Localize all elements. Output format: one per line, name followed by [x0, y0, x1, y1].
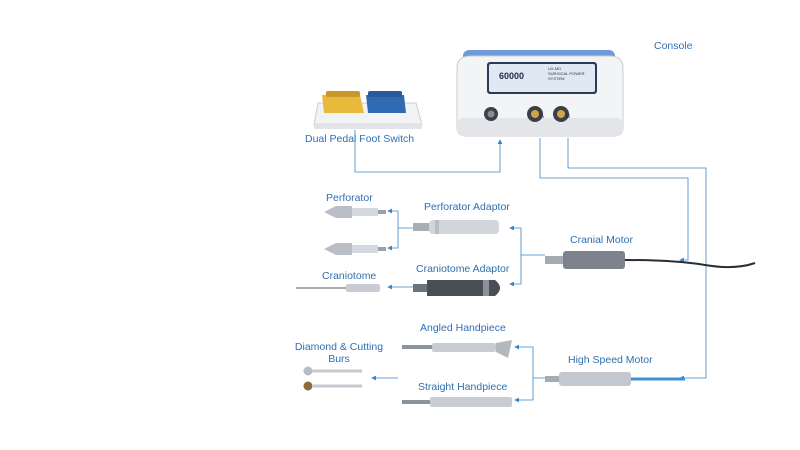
line-highspeed-to-handpieces — [514, 344, 545, 379]
label-perforator-adaptor: Perforator Adaptor — [424, 201, 510, 213]
label-craniotome-adaptor: Craniotome Adaptor — [416, 263, 510, 275]
bur-1 — [303, 366, 362, 376]
line-adaptor-to-perforators — [387, 208, 413, 229]
line-console-to-cranial — [539, 138, 689, 263]
foot-switch-device — [313, 91, 423, 129]
console-screen-title-line2: SURGICAL POWER — [548, 71, 585, 76]
label-diamond-burs-line2: Burs — [328, 353, 350, 365]
craniotome-bit — [296, 284, 380, 292]
console-device — [456, 50, 624, 137]
console-rpm-readout: 60000 — [499, 71, 525, 81]
cranial-motor-device — [545, 251, 756, 269]
angled-handpiece-device — [402, 340, 512, 358]
perforator-bit-2 — [324, 243, 386, 255]
perforator-adaptor-device — [413, 220, 499, 234]
label-high-speed-motor: High Speed Motor — [568, 354, 653, 366]
craniotome-adaptor-device — [413, 280, 500, 296]
line-footswitch-to-console — [354, 130, 503, 173]
perforator-bit-1 — [324, 206, 386, 218]
label-craniotome: Craniotome — [322, 270, 377, 282]
line-adaptor-to-perforator2 — [387, 228, 399, 251]
label-diamond-burs-line1: Diamond & Cutting — [294, 341, 384, 353]
label-console: Console — [654, 40, 693, 52]
label-foot-switch: Dual Pedal Foot Switch — [305, 133, 415, 145]
straight-handpiece-device — [402, 397, 512, 407]
label-perforator: Perforator — [326, 192, 373, 204]
label-cranial-motor: Cranial Motor — [570, 234, 634, 246]
line-highspeed-to-straight — [514, 378, 534, 403]
console-port-a-label: A — [540, 114, 545, 120]
console-port-b-label: B — [566, 114, 571, 120]
line-cranial-to-adaptors — [509, 225, 545, 256]
label-straight-handpiece: Straight Handpiece — [418, 381, 508, 393]
console-screen-title: UX-MD — [548, 66, 562, 71]
line-console-to-highspeed — [567, 138, 707, 381]
console-screen-title-line3: SYSTEM — [548, 76, 565, 81]
high-speed-motor-device — [545, 372, 685, 386]
bur-2 — [303, 381, 362, 391]
label-diamond-burs: Diamond & Cutting Burs — [294, 341, 384, 365]
line-cranial-to-cranioadaptor — [509, 255, 522, 287]
label-angled-handpiece: Angled Handpiece — [420, 322, 506, 334]
